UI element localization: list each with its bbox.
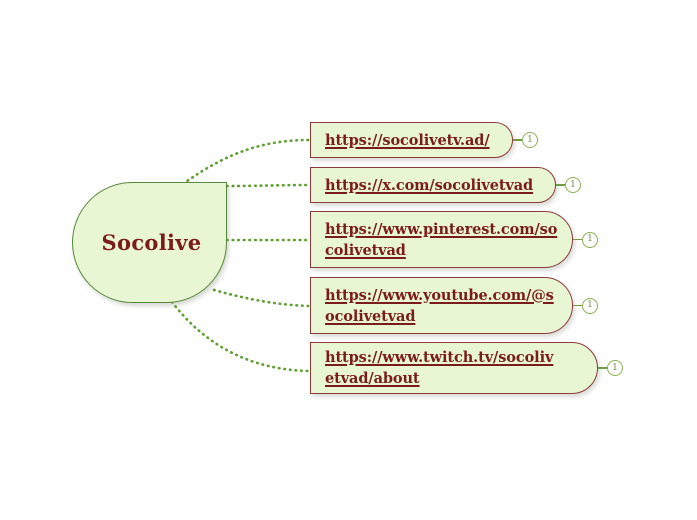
connector-link-x-com <box>225 183 312 188</box>
child-node-line: https://www.pinterest.com/so <box>325 220 558 238</box>
badge-stem <box>573 304 582 307</box>
badge-stem <box>573 238 582 241</box>
connector-link-twitch <box>170 300 312 373</box>
badge-count-icon[interactable]: 1 <box>522 132 538 148</box>
node-badge-group-link-pinterest[interactable]: 1 <box>573 231 598 248</box>
child-node-line: etvad/about <box>325 370 420 387</box>
child-node-label: https://www.pinterest.com/so colivetvad <box>311 219 567 261</box>
child-node-line: ocolivetvad <box>325 307 416 325</box>
child-node-line: colivetvad <box>325 241 406 259</box>
child-node-line: https://www.twitch.tv/socoliv <box>325 349 554 366</box>
badge-stem <box>598 367 607 369</box>
child-node-link-pinterest[interactable]: https://www.pinterest.com/so colivetvad <box>310 211 573 268</box>
child-node-label: https://www.youtube.com/@s ocolivetvad <box>311 285 564 327</box>
child-node-link-twitch[interactable]: https://www.twitch.tv/socoliv etvad/about <box>310 342 598 394</box>
child-node-link-x-com[interactable]: https://x.com/socolivetvad <box>310 167 556 203</box>
node-badge-group-link-socolivetv-ad[interactable]: 1 <box>513 132 538 148</box>
badge-count-icon[interactable]: 1 <box>582 231 598 248</box>
node-badge-group-link-youtube[interactable]: 1 <box>573 297 598 314</box>
badge-count-icon[interactable]: 1 <box>582 297 598 314</box>
badge-stem <box>556 184 565 186</box>
child-node-line: https://www.youtube.com/@s <box>325 286 554 304</box>
root-node-label: Socolive <box>101 230 202 255</box>
child-node-line: https://socolivetv.ad/ <box>325 131 490 149</box>
child-node-line: https://x.com/socolivetvad <box>325 176 534 194</box>
child-node-label: https://x.com/socolivetvad <box>311 175 543 196</box>
child-node-label: https://socolivetv.ad/ <box>311 130 500 151</box>
child-node-link-socolivetv-ad[interactable]: https://socolivetv.ad/ <box>310 122 513 158</box>
badge-count-icon[interactable]: 1 <box>607 360 623 376</box>
connector-link-socolivetv-ad <box>181 138 312 186</box>
child-node-link-youtube[interactable]: https://www.youtube.com/@s ocolivetvad <box>310 277 573 334</box>
connector-link-youtube <box>212 288 312 308</box>
node-badge-group-link-x-com[interactable]: 1 <box>556 177 581 193</box>
node-badge-group-link-twitch[interactable]: 1 <box>598 360 623 376</box>
child-node-label: https://www.twitch.tv/socoliv etvad/about <box>311 347 563 389</box>
badge-stem <box>513 139 522 141</box>
badge-count-icon[interactable]: 1 <box>565 177 581 193</box>
root-node-socolive[interactable]: Socolive <box>72 182 227 303</box>
